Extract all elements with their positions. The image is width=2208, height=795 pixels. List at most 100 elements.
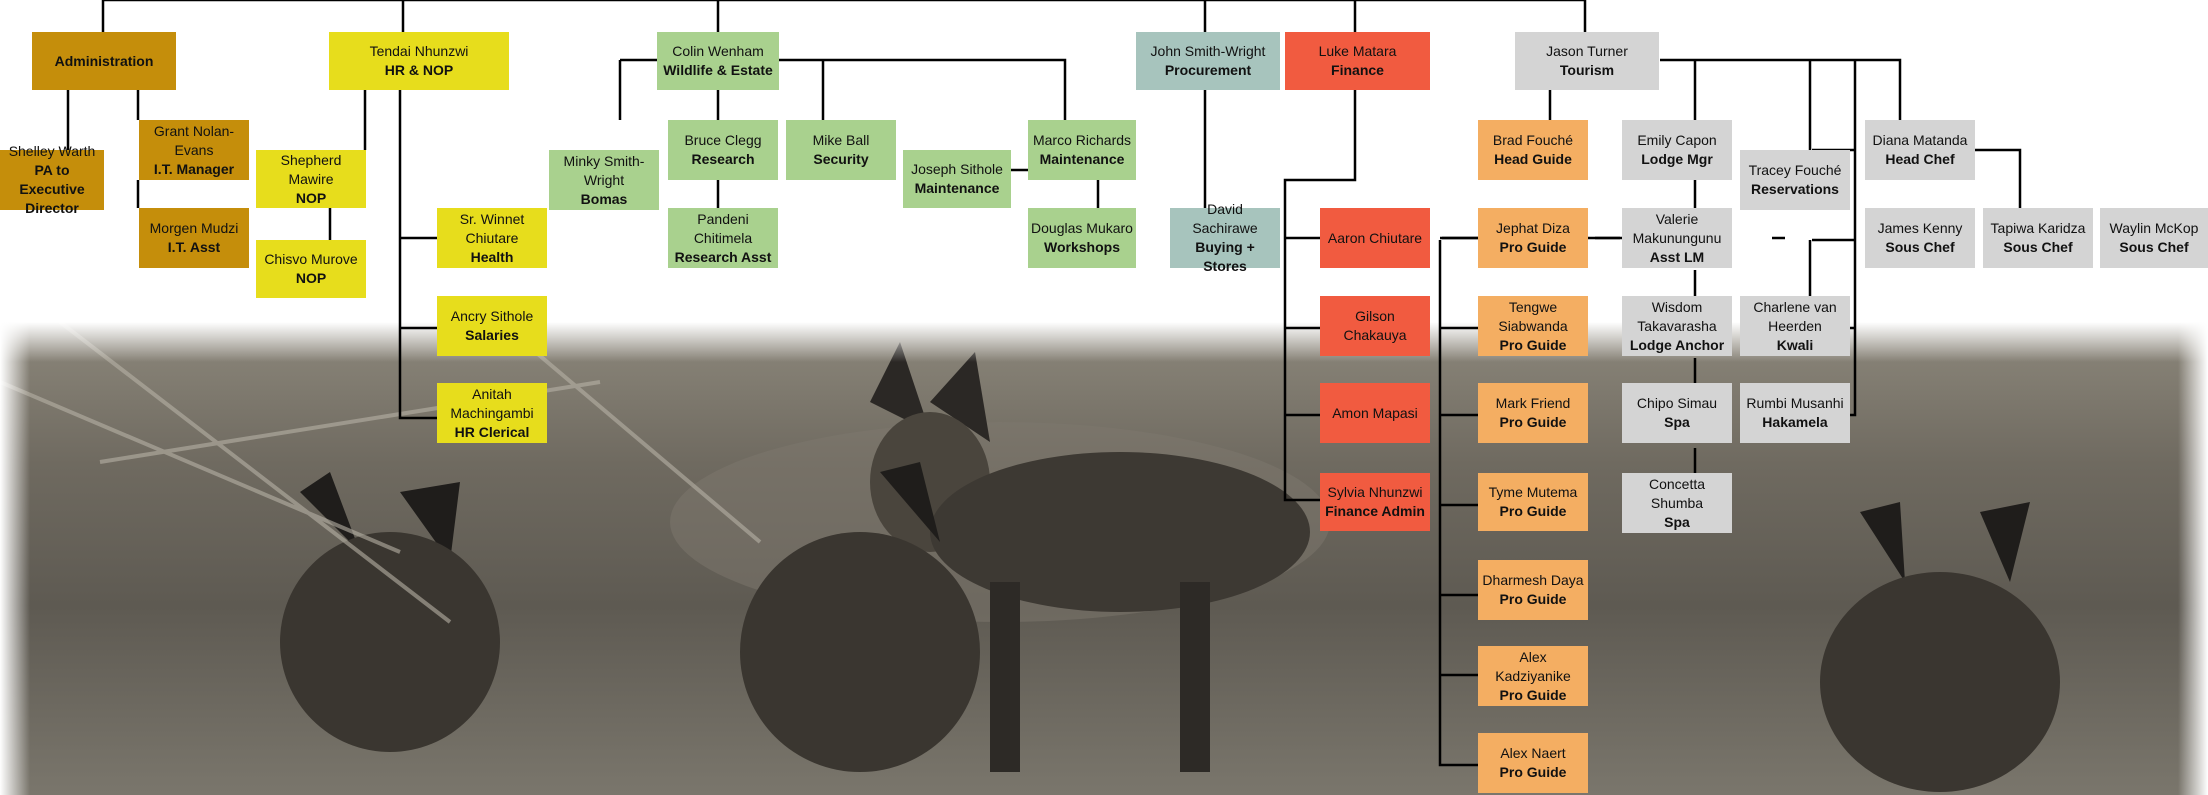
node-name: Concetta Shumba [1648, 475, 1706, 511]
node-name: Shepherd Mawire [280, 151, 342, 187]
node-role: Pro Guide [1499, 239, 1567, 255]
node-tapiwa: Tapiwa Karidza Sous Chef [1983, 208, 2093, 268]
node-name: Gilson Chakauya [1343, 308, 1407, 343]
node-role: Sous Chef [2119, 239, 2189, 255]
node-name: James Kenny [1877, 220, 1963, 236]
node-name: Rumbi Musanhi [1746, 395, 1844, 411]
node-role: Pro Guide [1499, 764, 1567, 780]
node-jason: Jason Turner Tourism [1515, 32, 1659, 90]
node-role: PA to Executive Director [19, 162, 85, 216]
node-brad: Brad Fouché Head Guide [1478, 120, 1588, 180]
node-role: Finance Admin [1325, 503, 1425, 519]
node-name: Luke Matara [1318, 43, 1397, 59]
node-name: Aaron Chiutare [1327, 229, 1423, 246]
node-chisvo: Chisvo Murove NOP [256, 240, 366, 298]
node-name: Charlene van Heerden [1753, 298, 1837, 334]
node-role: Lodge Mgr [1641, 151, 1713, 167]
node-sylvia: Sylvia Nhunzwi Finance Admin [1320, 473, 1430, 531]
node-name: Bruce Clegg [684, 132, 762, 148]
node-name: Grant Nolan-Evans [153, 122, 235, 158]
node-douglas: Douglas Mukaro Workshops [1028, 208, 1136, 268]
node-mike: Mike Ball Security [786, 120, 896, 180]
node-name: Jephat Diza [1496, 220, 1570, 236]
node-rumbi: Rumbi Musanhi Hakamela [1740, 383, 1850, 443]
node-role: Pro Guide [1499, 414, 1567, 430]
node-administration: Administration [32, 32, 176, 90]
node-role: I.T. Asst [167, 239, 221, 255]
node-role: Kwali [1776, 336, 1814, 353]
node-name: Shelley Warth [8, 143, 96, 159]
node-alexn: Alex Naert Pro Guide [1478, 733, 1588, 793]
node-markf: Mark Friend Pro Guide [1478, 383, 1588, 443]
node-role: Bomas [580, 190, 628, 207]
node-role: Pro Guide [1499, 686, 1567, 703]
node-name: Brad Fouché [1492, 132, 1574, 148]
node-waylin: Waylin McKop Sous Chef [2100, 208, 2208, 268]
node-chipo: Chipo Simau Spa [1622, 383, 1732, 443]
node-marco: Marco Richards Maintenance [1028, 120, 1136, 180]
node-name: Jason Turner [1546, 43, 1628, 59]
node-tyme: Tyme Mutema Pro Guide [1478, 473, 1588, 531]
node-aaron: Aaron Chiutare [1320, 208, 1430, 268]
node-ancry: Ancry Sithole Salaries [437, 296, 547, 356]
node-role: Spa [1664, 513, 1690, 530]
node-morgen: Morgen Mudzi I.T. Asst [139, 208, 249, 268]
node-role: Security [813, 151, 869, 167]
node-role: Wildlife & Estate [663, 62, 773, 78]
node-name: Amon Mapasi [1332, 404, 1418, 421]
node-role: Maintenance [914, 180, 1000, 196]
node-name: Alex Kadziyanike [1495, 648, 1571, 684]
node-role: Asst LM [1649, 248, 1705, 265]
node-name: David Sachirawe [1192, 201, 1258, 236]
node-name: Waylin McKop [2109, 220, 2199, 236]
node-name: Joseph Sithole [911, 161, 1003, 177]
node-name: Mark Friend [1495, 395, 1571, 411]
node-role: Lodge Anchor [1629, 336, 1725, 353]
node-role: Pro Guide [1499, 591, 1567, 607]
node-name: Morgen Mudzi [149, 220, 239, 236]
node-pandeni: Pandeni Chitimela Research Asst [668, 208, 778, 268]
node-name: Douglas Mukaro [1031, 220, 1133, 236]
node-role: Reservations [1751, 181, 1839, 197]
node-name: Chipo Simau [1636, 395, 1718, 411]
node-charlene: Charlene van Heerden Kwali [1740, 296, 1850, 356]
node-name: Chisvo Murove [264, 251, 358, 267]
node-tengwe: Tengwe Siabwanda Pro Guide [1478, 296, 1588, 356]
node-name: Colin Wenham [672, 43, 764, 59]
node-name: Mike Ball [812, 132, 870, 148]
node-name: Sylvia Nhunzwi [1327, 484, 1423, 500]
node-dharmesh: Dharmesh Daya Pro Guide [1478, 560, 1588, 620]
node-role: HR & NOP [384, 62, 454, 78]
node-luke: Luke Matara Finance [1285, 32, 1430, 90]
node-role: Spa [1664, 414, 1690, 430]
node-role: Buying + Stores [1195, 239, 1255, 274]
node-diana: Diana Matanda Head Chef [1865, 120, 1975, 180]
node-role: Salaries [465, 327, 519, 343]
node-role: Research [691, 151, 755, 167]
node-emily: Emily Capon Lodge Mgr [1622, 120, 1732, 180]
node-role: Pro Guide [1499, 336, 1567, 353]
node-name: Sr. Winnet Chiutare [459, 210, 525, 246]
node-name: Anitah Machingambi [450, 385, 534, 421]
node-name: Tracey Fouché [1748, 162, 1842, 178]
node-valerie: Valerie Makunungunu Asst LM [1622, 208, 1732, 268]
node-name: Emily Capon [1637, 132, 1717, 148]
node-role: I.T. Manager [153, 160, 235, 177]
wild-dogs-silhouettes [0, 322, 2060, 792]
node-role: Administration [54, 52, 154, 69]
node-jephat: Jephat Diza Pro Guide [1478, 208, 1588, 268]
node-role: Hakamela [1762, 414, 1828, 430]
node-role: Head Guide [1494, 151, 1572, 167]
node-name: Pandeni Chitimela [693, 210, 753, 246]
node-joseph: Joseph Sithole Maintenance [903, 150, 1011, 208]
node-concetta: Concetta Shumba Spa [1622, 473, 1732, 533]
node-wisdom: Wisdom Takavarasha Lodge Anchor [1622, 296, 1732, 356]
node-minky: Minky Smith-Wright Bomas [549, 150, 659, 210]
node-role: Research Asst [674, 248, 772, 265]
node-name: Marco Richards [1032, 132, 1132, 148]
node-bruce: Bruce Clegg Research [668, 120, 778, 180]
node-name: Tyme Mutema [1488, 484, 1578, 500]
node-shepherd: Shepherd Mawire NOP [256, 150, 366, 208]
node-name: Alex Naert [1500, 745, 1566, 761]
